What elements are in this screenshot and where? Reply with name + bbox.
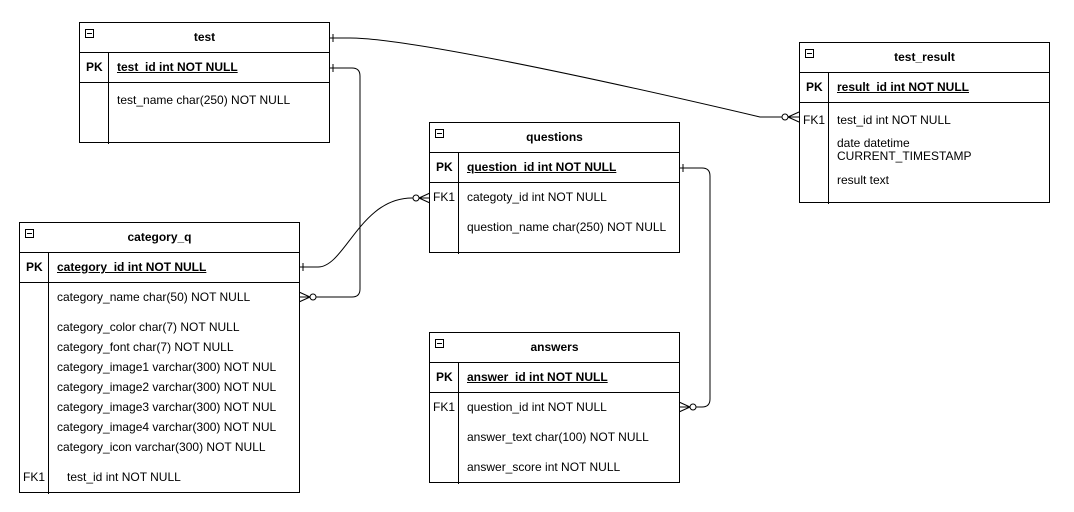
pk-field: result_id int NOT NULL [837, 80, 969, 94]
pk-label: PK [436, 370, 453, 384]
attr-field: answer_score int NOT NULL [467, 460, 621, 474]
rel-test-result-fork-a [787, 111, 800, 118]
rel-a-zero [689, 403, 697, 411]
attr-field: result text [837, 173, 890, 187]
rel-a-fork-b [678, 406, 691, 413]
rel-test-test-result [329, 37, 788, 118]
collapse-icon[interactable] [435, 339, 444, 348]
attr-field: test_id int NOT NULL [67, 470, 181, 484]
column-divider [108, 53, 109, 82]
entity-header: questions [430, 123, 679, 153]
pk-label: PK [436, 160, 453, 174]
column-divider [458, 363, 459, 392]
rel-q-fork-b [418, 197, 431, 204]
rel-category-questions [299, 197, 419, 268]
rel-questions-answers [679, 167, 711, 408]
primary-key-row: PK question_id int NOT NULL [430, 153, 679, 183]
pk-label: PK [86, 60, 103, 74]
entity-test-result[interactable]: test_result PK result_id int NOT NULL FK… [799, 42, 1050, 204]
attr-field: test_name char(250) NOT NULL [117, 93, 291, 107]
attr-field: category_image1 varchar(300) NOT NUL [57, 360, 277, 374]
attribute-rows: category_name char(50) NOT NULL category… [20, 283, 299, 494]
attr-field: category_icon varchar(300) NOT NULL [57, 440, 266, 454]
attribute-rows: FK1 categoty_id int NOT NULL question_na… [430, 183, 679, 254]
pk-field: question_id int NOT NULL [467, 160, 617, 174]
attr-field: category_font char(7) NOT NULL [57, 340, 234, 354]
attr-field: test_id int NOT NULL [837, 113, 951, 127]
fk-label: FK1 [433, 190, 456, 204]
entity-header: test [80, 23, 329, 53]
attr-field: answer_text char(100) NOT NULL [467, 430, 649, 444]
column-divider [48, 283, 49, 494]
pk-field: test_id int NOT NULL [117, 60, 238, 74]
collapse-icon[interactable] [25, 229, 34, 238]
column-divider [458, 153, 459, 182]
rel-test-result-fork-b [787, 116, 800, 123]
collapse-icon[interactable] [435, 129, 444, 138]
column-divider [108, 83, 109, 144]
primary-key-row: PK result_id int NOT NULL [800, 73, 1049, 103]
attr-field: category_image2 varchar(300) NOT NUL [57, 380, 277, 394]
primary-key-row: PK category_id int NOT NULL [20, 253, 299, 283]
attr-field: date datetime [837, 136, 910, 150]
rel-cat-fork-a [298, 291, 311, 298]
entity-title: category_q [127, 230, 192, 244]
primary-key-row: PK answer_id int NOT NULL [430, 363, 679, 393]
fk-label: FK1 [803, 113, 826, 127]
column-divider [458, 393, 459, 484]
entity-title: test_result [894, 50, 955, 64]
primary-key-row: PK test_id int NOT NULL [80, 53, 329, 83]
rel-test-result-zero [781, 113, 789, 121]
collapse-icon[interactable] [85, 29, 94, 38]
rel-a-fork-a [678, 401, 691, 408]
fk-label: FK1 [433, 400, 456, 414]
fk-label: FK1 [23, 470, 46, 484]
entity-header: answers [430, 333, 679, 363]
entity-category-q[interactable]: category_q PK category_id int NOT NULL c… [19, 222, 300, 494]
entity-answers[interactable]: answers PK answer_id int NOT NULL FK1 qu… [429, 332, 680, 484]
entity-title: test [193, 30, 216, 44]
column-divider [48, 253, 49, 282]
rel-q-fork-a [418, 192, 431, 199]
column-divider [458, 183, 459, 254]
entity-title: questions [526, 130, 583, 144]
attr-field: category_name char(50) NOT NULL [57, 290, 251, 304]
attr-field: question_id int NOT NULL [467, 400, 607, 414]
pk-field: answer_id int NOT NULL [467, 370, 608, 384]
attribute-rows: test_name char(250) NOT NULL [80, 83, 329, 144]
attr-field: CURRENT_TIMESTAMP [837, 149, 972, 163]
pk-label: PK [26, 260, 43, 274]
rel-cat-fork-b [298, 296, 311, 303]
attr-field: category_image3 varchar(300) NOT NUL [57, 400, 277, 414]
collapse-icon[interactable] [805, 49, 814, 58]
entity-title: answers [530, 340, 579, 354]
entity-header: test_result [800, 43, 1049, 73]
pk-field: category_id int NOT NULL [57, 260, 207, 274]
attr-field: category_color char(7) NOT NULL [57, 320, 240, 334]
entity-questions[interactable]: questions PK question_id int NOT NULL FK… [429, 122, 680, 254]
attribute-rows: FK1 question_id int NOT NULL answer_text… [430, 393, 679, 484]
attr-field: category_image4 varchar(300) NOT NUL [57, 420, 277, 434]
attribute-rows: FK1 test_id int NOT NULL date datetime C… [800, 103, 1049, 204]
rel-cat-zero [309, 293, 317, 301]
attr-field: question_name char(250) NOT NULL [467, 220, 667, 234]
entity-test[interactable]: test PK test_id int NOT NULL test_name c… [79, 22, 330, 144]
entity-header: category_q [20, 223, 299, 253]
attr-field: categoty_id int NOT NULL [467, 190, 607, 204]
column-divider [828, 73, 829, 102]
rel-q-zero [412, 194, 420, 202]
pk-label: PK [806, 80, 823, 94]
column-divider [828, 103, 829, 204]
rel-test-category [316, 67, 361, 298]
